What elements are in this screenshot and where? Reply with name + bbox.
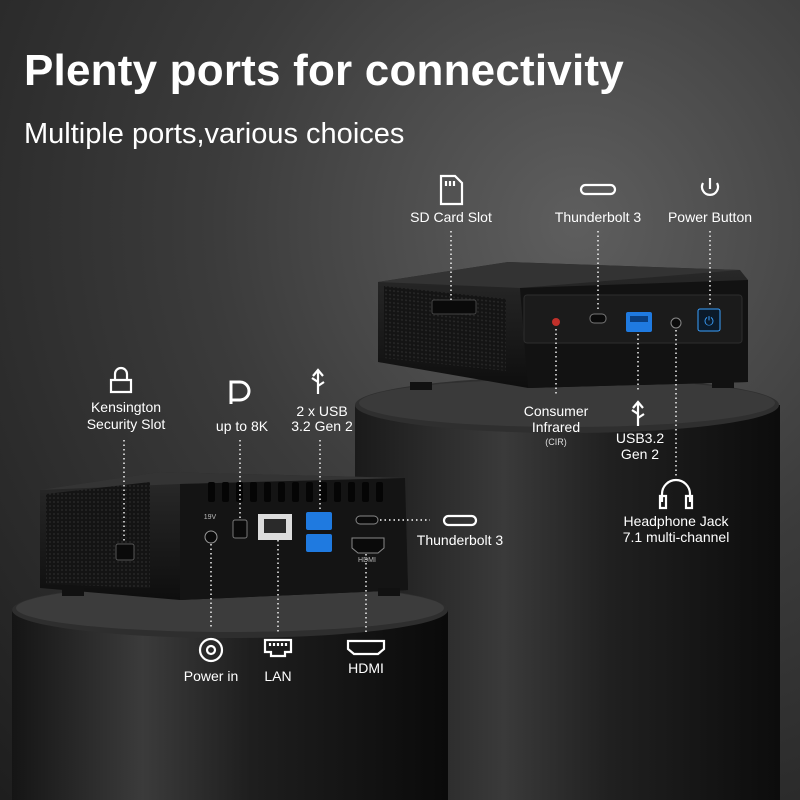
back-mini-pc: ⏻ bbox=[378, 262, 748, 390]
thunderbolt-icon-rear bbox=[442, 514, 478, 527]
label-headphone-2: 7.1 multi-channel bbox=[622, 529, 730, 545]
label-kensington-1: Kensington bbox=[90, 399, 162, 415]
front-mini-pc bbox=[40, 472, 408, 600]
usb-icon bbox=[631, 400, 645, 426]
label-usb-rear-1: 2 x USB bbox=[296, 403, 348, 419]
usb-icon-rear bbox=[311, 368, 325, 394]
label-headphone-1: Headphone Jack bbox=[623, 513, 729, 529]
headphone-icon bbox=[658, 478, 694, 510]
displayport-port bbox=[232, 519, 248, 539]
hdmi-port-text: HDMI bbox=[358, 557, 376, 564]
label-usb-rear-2: 3.2 Gen 2 bbox=[291, 418, 353, 434]
label-usb32-1: USB3.2 bbox=[615, 430, 665, 446]
thunderbolt-port-front bbox=[589, 313, 607, 324]
dc-rating-text: 19V bbox=[203, 514, 217, 521]
displayport-icon bbox=[229, 380, 251, 404]
thunderbolt-port-rear bbox=[355, 515, 379, 525]
label-sd-card: SD Card Slot bbox=[410, 209, 492, 225]
label-hdmi: HDMI bbox=[348, 660, 384, 676]
sd-card-slot-port bbox=[431, 299, 477, 315]
dc-in-port bbox=[204, 530, 218, 544]
back-pedestal bbox=[355, 377, 780, 800]
label-power-button: Power Button bbox=[667, 209, 753, 225]
hdmi-port bbox=[351, 537, 385, 554]
lan-icon bbox=[263, 638, 293, 658]
headphone-jack-port bbox=[670, 317, 682, 329]
label-usb32-2: Gen 2 bbox=[620, 446, 660, 462]
label-consumer-ir-1: Consumer bbox=[523, 403, 589, 419]
sd-card-icon bbox=[439, 174, 464, 206]
label-consumer-ir-2: Infrared bbox=[531, 419, 581, 435]
power-button-port bbox=[697, 308, 721, 332]
page-title: Plenty ports for connectivity bbox=[24, 46, 624, 95]
leader-lines bbox=[123, 231, 711, 632]
thunderbolt-icon bbox=[579, 183, 617, 196]
power-icon bbox=[700, 178, 720, 196]
label-kensington-2: Security Slot bbox=[86, 416, 166, 432]
usb-port-rear-1 bbox=[306, 512, 332, 530]
page-subtitle: Multiple ports,various choices bbox=[24, 118, 405, 150]
dc-power-icon bbox=[198, 637, 224, 663]
label-thunderbolt-top: Thunderbolt 3 bbox=[554, 209, 642, 225]
label-dp: up to 8K bbox=[215, 418, 269, 434]
label-power-in: Power in bbox=[183, 668, 239, 684]
svg-text:⏻: ⏻ bbox=[704, 314, 714, 328]
hdmi-icon bbox=[346, 639, 386, 656]
label-consumer-ir-3: (CIR) bbox=[545, 437, 567, 447]
label-thunderbolt-rear: Thunderbolt 3 bbox=[416, 532, 504, 548]
usb-port-rear-2 bbox=[306, 534, 332, 552]
lock-icon bbox=[109, 366, 133, 394]
front-pedestal bbox=[12, 582, 448, 800]
cir-sensor-port bbox=[552, 318, 560, 326]
kensington-slot-port bbox=[115, 543, 135, 561]
label-lan: LAN bbox=[264, 668, 292, 684]
